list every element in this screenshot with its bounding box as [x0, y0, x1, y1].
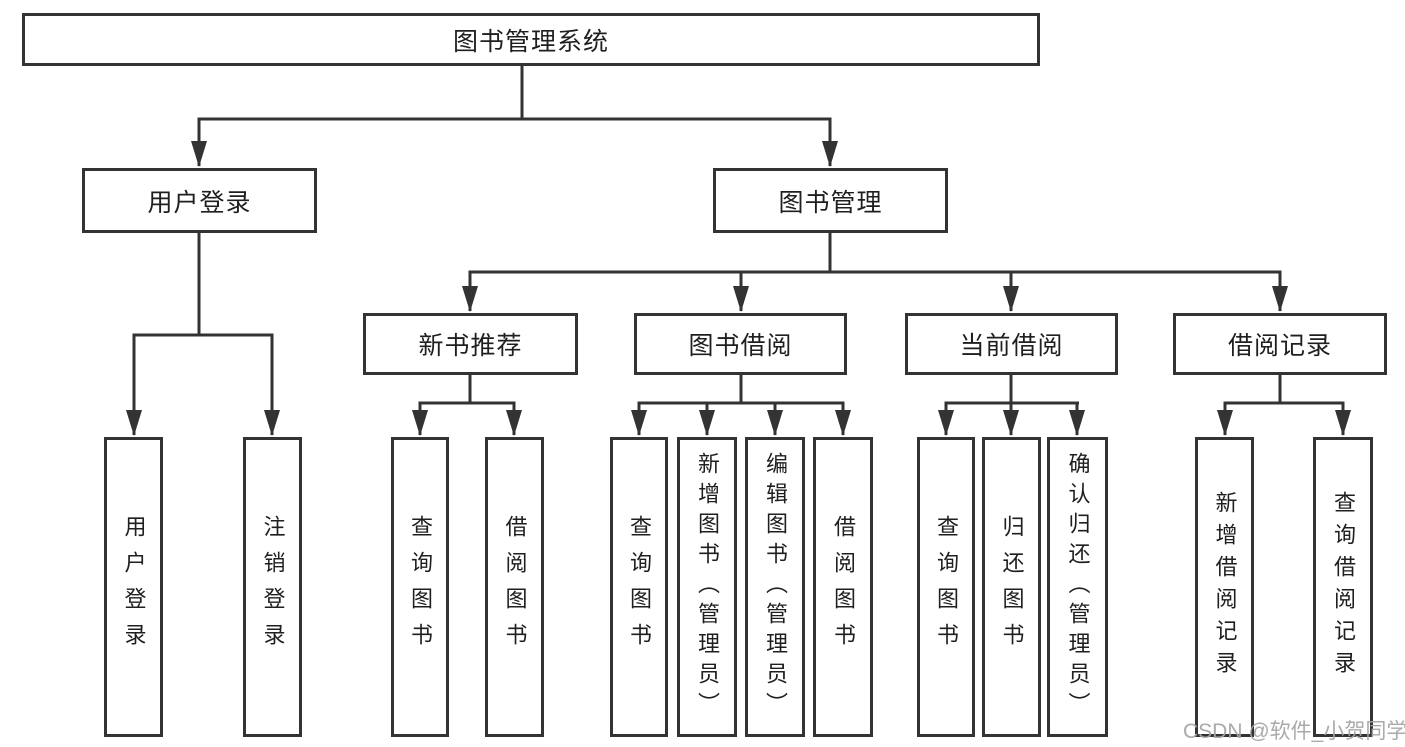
leaf-user-login-label: 用户登录 [121, 515, 147, 659]
leaf-logout-login: 注销登录 [243, 437, 302, 737]
leaf-borrow-book: 借阅图书 [813, 437, 873, 737]
leaf-query-book-borrow: 查询图书 [610, 437, 668, 737]
leaf-user-login: 用户登录 [104, 437, 163, 737]
node-borrow-records-label: 借阅记录 [1227, 332, 1332, 360]
edge-group-borrow-records [1217, 375, 1351, 436]
node-user-login: 用户登录 [82, 168, 317, 233]
leaf-edit-book-admin: 编辑图书（管理员） [745, 437, 805, 737]
leaf-add-borrow-record-label: 新增借阅记录 [1212, 491, 1238, 683]
leaf-query-book-current: 查询图书 [917, 437, 975, 737]
leaf-query-borrow-record-label: 查询借阅记录 [1331, 491, 1356, 683]
leaf-confirm-return-admin-label: 确认归还（管理员） [1065, 452, 1091, 722]
leaf-query-book-current-label: 查询图书 [934, 515, 959, 659]
leaf-add-borrow-record: 新增借阅记录 [1195, 437, 1254, 737]
leaf-borrow-book-recommend-label: 借阅图书 [502, 515, 528, 659]
node-new-book-recommend-label: 新书推荐 [418, 332, 523, 360]
leaf-logout-login-label: 注销登录 [260, 515, 286, 659]
edge-group-book-borrow [631, 375, 851, 436]
node-user-login-label: 用户登录 [147, 188, 252, 217]
leaf-add-book-admin: 新增图书（管理员） [677, 437, 737, 737]
leaf-borrow-book-label: 借阅图书 [831, 515, 856, 659]
leaf-query-book-recommend: 查询图书 [391, 437, 449, 737]
node-book-management-label: 图书管理 [778, 188, 883, 217]
leaf-query-borrow-record: 查询借阅记录 [1313, 437, 1373, 737]
csdn-watermark: CSDN @软件_小贺同学 [1183, 720, 1405, 743]
leaf-query-book-borrow-label: 查询图书 [627, 515, 652, 659]
node-new-book-recommend: 新书推荐 [363, 313, 578, 375]
leaf-borrow-book-recommend: 借阅图书 [485, 437, 544, 737]
leaf-confirm-return-admin: 确认归还（管理员） [1047, 437, 1108, 737]
leaf-return-book-label: 归还图书 [999, 515, 1025, 659]
edge-group-book-management [462, 233, 1288, 312]
node-root: 图书管理系统 [22, 13, 1040, 66]
edge-group-user-login [126, 233, 280, 436]
leaf-add-book-admin-label: 新增图书（管理员） [695, 452, 720, 722]
edge-group-current-borrow [938, 375, 1085, 436]
edge-group-new-book-recommend [412, 375, 522, 436]
leaf-edit-book-admin-label: 编辑图书（管理员） [763, 452, 788, 722]
node-root-label: 图书管理系统 [452, 27, 609, 56]
node-book-borrow-label: 图书借阅 [688, 332, 793, 360]
node-book-borrow: 图书借阅 [634, 313, 847, 375]
node-current-borrow: 当前借阅 [905, 313, 1118, 375]
node-book-management: 图书管理 [713, 168, 948, 233]
node-current-borrow-label: 当前借阅 [959, 332, 1064, 360]
leaf-query-book-recommend-label: 查询图书 [408, 515, 433, 659]
leaf-return-book: 归还图书 [982, 437, 1041, 737]
node-borrow-records: 借阅记录 [1173, 313, 1387, 375]
edge-group-root [191, 64, 838, 167]
